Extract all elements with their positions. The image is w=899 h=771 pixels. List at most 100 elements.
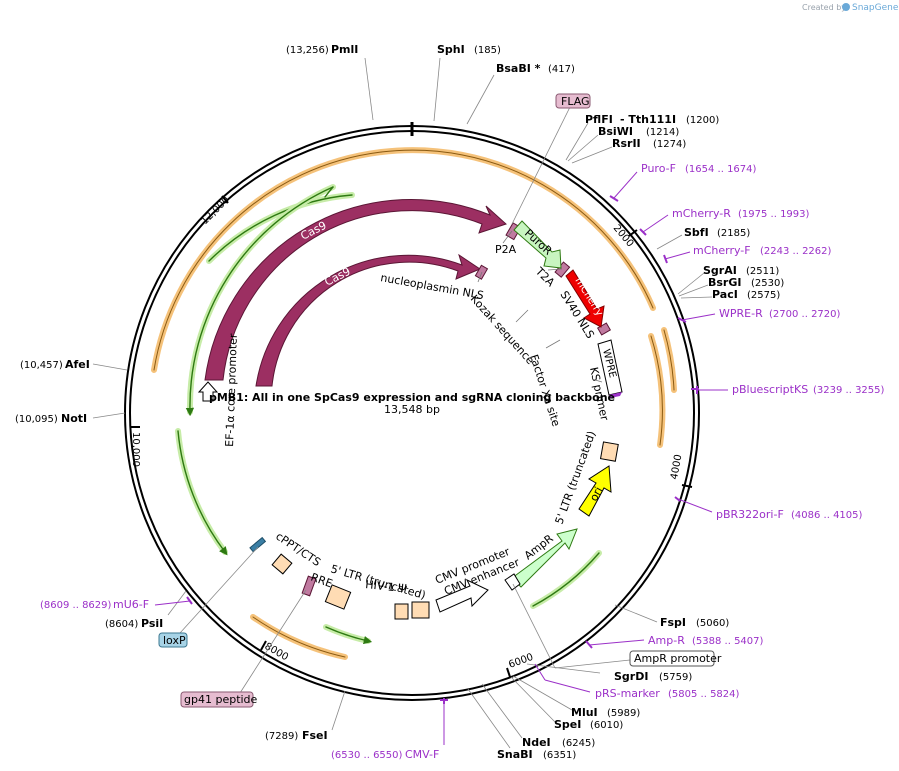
svg-text:BsiWI: BsiWI	[598, 125, 633, 138]
p2a-label: P2A	[495, 243, 517, 256]
svg-text:(7289): (7289)	[265, 731, 298, 742]
svg-text:gp41 peptide: gp41 peptide	[184, 693, 258, 706]
enzyme-noti[interactable]: (10,095) NotI	[15, 412, 126, 425]
enzyme-afei[interactable]: (10,457) AfeI	[20, 358, 128, 371]
internal-connectors	[477, 230, 603, 383]
cas9-outer-label: Cas9	[298, 219, 328, 243]
plasmid-length: 13,548 bp	[384, 403, 440, 416]
puror-feature[interactable]: PuroR	[513, 220, 562, 269]
enzyme-pmli[interactable]: (13,256) PmlI	[286, 43, 374, 121]
tan-box-cppt[interactable]	[271, 553, 293, 575]
svg-text:(10,457): (10,457)	[20, 360, 63, 371]
svg-text:SnaBI: SnaBI	[497, 748, 533, 761]
svg-text:WPRE-R: WPRE-R	[719, 307, 763, 320]
enzyme-mlui[interactable]: MluI (5989)	[512, 675, 640, 719]
svg-text:SphI: SphI	[437, 43, 465, 56]
svg-text:pBluescriptKS: pBluescriptKS	[732, 383, 808, 396]
tick-4000: 4000	[669, 454, 693, 488]
enzyme-sbfi[interactable]: SbfI (2185)	[656, 226, 750, 250]
svg-text:SgrDI: SgrDI	[614, 670, 648, 683]
svg-text:4000: 4000	[669, 454, 684, 481]
enzyme-sgrai[interactable]: SgrAI (2511)	[677, 264, 779, 295]
svg-text:(2185): (2185)	[717, 228, 750, 239]
svg-text:12,000: 12,000	[199, 195, 232, 228]
ori-label: ori	[587, 485, 605, 504]
tan-box-ltr3[interactable]	[599, 441, 619, 462]
svg-text:(2511): (2511)	[746, 266, 779, 277]
svg-text:(1200): (1200)	[686, 115, 719, 126]
svg-text:SbfI: SbfI	[684, 226, 709, 239]
hiv-label: HIV-1 Ψ	[365, 578, 408, 595]
svg-text:NdeI: NdeI	[522, 736, 551, 749]
svg-text:(8604): (8604)	[105, 619, 138, 630]
svg-text:10,000: 10,000	[130, 432, 141, 467]
svg-text:PsiI: PsiI	[141, 617, 163, 630]
enzyme-spei[interactable]: SpeI (6010)	[510, 676, 623, 731]
kozak-label: Kozak sequence	[468, 292, 537, 367]
svg-text:BsrGI: BsrGI	[708, 276, 741, 289]
enzyme-paci[interactable]: PacI (2575)	[680, 288, 780, 301]
svg-text:CMV-F: CMV-F	[405, 748, 439, 761]
enzyme-bsiwi[interactable]: BsiWI (1214)	[567, 125, 679, 162]
enzyme-ndei[interactable]: NdeI (6245)	[481, 683, 595, 749]
flag-label-box[interactable]: FLAG	[511, 93, 591, 225]
enzyme-fsei[interactable]: (7289) FseI	[265, 690, 346, 742]
primer-pbr322ori-f[interactable]: pBR322ori-F (4086 .. 4105)	[674, 496, 863, 521]
svg-text:PflFI: PflFI	[585, 113, 613, 126]
svg-text:Puro-F: Puro-F	[641, 162, 676, 175]
svg-text:(5805 .. 5824): (5805 .. 5824)	[668, 689, 740, 700]
svg-text:mCherry-R: mCherry-R	[672, 207, 731, 220]
svg-text:(1975 .. 1993): (1975 .. 1993)	[738, 209, 810, 220]
svg-text:FLAG: FLAG	[561, 95, 590, 108]
backbone-marks	[443, 388, 699, 704]
enzyme-sphi[interactable]: SphI (185)	[433, 43, 501, 122]
enzyme-pflfi[interactable]: PflFI - Tth111I (1200)	[565, 113, 719, 161]
cmv-feature[interactable]	[435, 578, 489, 613]
nls-marker[interactable]	[474, 264, 489, 280]
enzyme-bsrgi[interactable]: BsrGI (2530)	[678, 276, 784, 297]
primer-pbluescriptks[interactable]: pBluescriptKS (3239 .. 3255)	[696, 383, 885, 396]
tan-box-hiv[interactable]	[394, 601, 430, 620]
tan-box-rre[interactable]	[324, 584, 352, 610]
primer-amp-r[interactable]: Amp-R (5388 .. 5407)	[585, 634, 764, 649]
svg-text:(6010): (6010)	[590, 720, 623, 731]
enzyme-psii[interactable]: (8604) PsiI	[105, 590, 187, 630]
gp41-box[interactable]: gp41 peptide	[180, 589, 307, 708]
svg-text:PacI: PacI	[712, 288, 738, 301]
enzyme-sgrdi[interactable]: SgrDI (5759)	[526, 663, 692, 683]
ampr-promoter-box[interactable]: AmpR promoter	[512, 583, 722, 669]
ef1a-promoter-arrow[interactable]	[197, 381, 219, 402]
enzyme-snabi[interactable]: SnaBI (6351)	[467, 688, 576, 761]
ori-feature[interactable]: ori	[578, 465, 612, 517]
primer-mcherry-r[interactable]: mCherry-R (1975 .. 1993)	[639, 207, 810, 236]
cppt-marker[interactable]	[249, 536, 267, 553]
svg-text:NotI: NotI	[61, 412, 87, 425]
primer-prs-marker[interactable]: pRS-marker (5805 .. 5824)	[534, 663, 740, 700]
wpre-feature[interactable]: WPRE	[597, 339, 623, 398]
svg-text:AfeI: AfeI	[65, 358, 90, 371]
enzyme-bsabi[interactable]: BsaBI * (417)	[466, 62, 575, 125]
primer-cmv-f[interactable]: (6530 .. 6550) CMV-F	[331, 699, 448, 761]
svg-text:(13,256): (13,256)	[286, 45, 329, 56]
svg-text:(5060): (5060)	[696, 618, 729, 629]
cas9-inner-feature[interactable]: Cas9	[255, 253, 482, 387]
primer-wpre-r[interactable]: WPRE-R (2700 .. 2720)	[677, 307, 841, 323]
primer-mu6-f[interactable]: (8609 .. 8629) mU6-F	[40, 596, 193, 611]
svg-text:(3239 .. 3255): (3239 .. 3255)	[813, 385, 885, 396]
svg-text:SgrAI: SgrAI	[703, 264, 737, 277]
primer-puro-f[interactable]: Puro-F (1654 .. 1674)	[609, 162, 757, 202]
svg-text:Amp-R: Amp-R	[648, 634, 685, 647]
sv40-marker[interactable]	[596, 322, 612, 336]
enzyme-rsrii[interactable]: RsrII (1274)	[571, 137, 686, 164]
enzyme-fspi[interactable]: FspI (5060)	[614, 604, 729, 629]
loxp-box[interactable]: loxP	[158, 546, 259, 648]
svg-text:mCherry-F: mCherry-F	[693, 244, 751, 257]
svg-text:(5759): (5759)	[659, 672, 692, 683]
svg-text:(8609 .. 8629): (8609 .. 8629)	[40, 600, 112, 611]
svg-text:- Tth111I: - Tth111I	[620, 113, 676, 126]
svg-text:(2700 .. 2720): (2700 .. 2720)	[769, 309, 841, 320]
svg-text:(417): (417)	[548, 64, 575, 75]
svg-text:(4086 .. 4105): (4086 .. 4105)	[791, 510, 863, 521]
primer-mcherry-f[interactable]: mCherry-F (2243 .. 2262)	[663, 244, 832, 264]
